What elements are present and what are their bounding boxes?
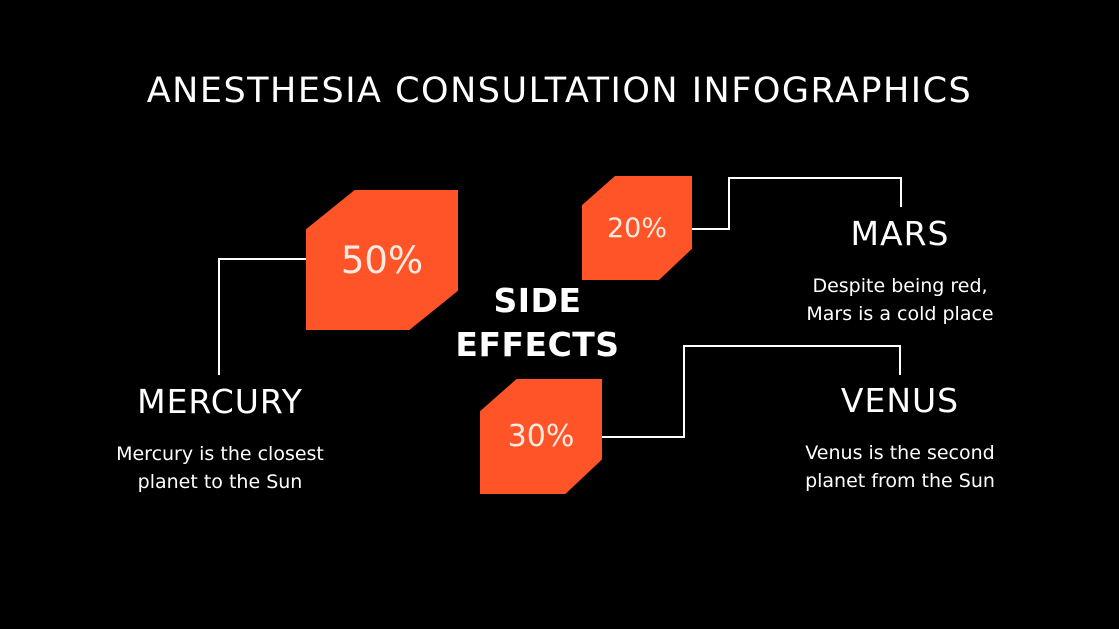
description-line: planet from the Sun xyxy=(805,470,995,492)
mars-connector xyxy=(692,177,902,230)
center-label-line1: SIDE xyxy=(493,281,582,320)
venus-description: Venus is the second planet from the Sun xyxy=(770,439,1030,495)
percent-value: 50% xyxy=(340,238,424,282)
description-line: Mercury is the closest xyxy=(116,443,324,465)
venus-connector xyxy=(602,345,901,438)
center-label: SIDE EFFECTS xyxy=(440,279,635,367)
mars-description: Despite being red, Mars is a cold place xyxy=(770,272,1030,328)
page-title: ANESTHESIA CONSULTATION INFOGRAPHICS xyxy=(146,71,973,111)
percent-badge-mercury: 50% xyxy=(306,190,458,330)
description-line: Mars is a cold place xyxy=(806,303,994,325)
venus-heading: VENUS xyxy=(840,381,960,420)
description-line: Despite being red, xyxy=(812,275,988,297)
percent-value: 20% xyxy=(606,212,667,244)
mercury-heading: MERCURY xyxy=(137,382,303,421)
description-line: planet to the Sun xyxy=(137,471,303,493)
description-line: Venus is the second xyxy=(805,442,995,464)
hexagon-shape-icon xyxy=(480,379,602,494)
hexagon-shape-icon xyxy=(582,176,692,280)
mercury-description: Mercury is the closest planet to the Sun xyxy=(80,440,360,496)
mars-heading: MARS xyxy=(850,214,950,253)
hexagon-shape-icon xyxy=(306,190,458,330)
percent-badge-mars: 20% xyxy=(582,176,692,280)
percent-value: 30% xyxy=(507,419,575,454)
mercury-connector xyxy=(218,258,307,375)
percent-badge-venus: 30% xyxy=(480,379,602,494)
center-label-line2: EFFECTS xyxy=(455,325,620,364)
